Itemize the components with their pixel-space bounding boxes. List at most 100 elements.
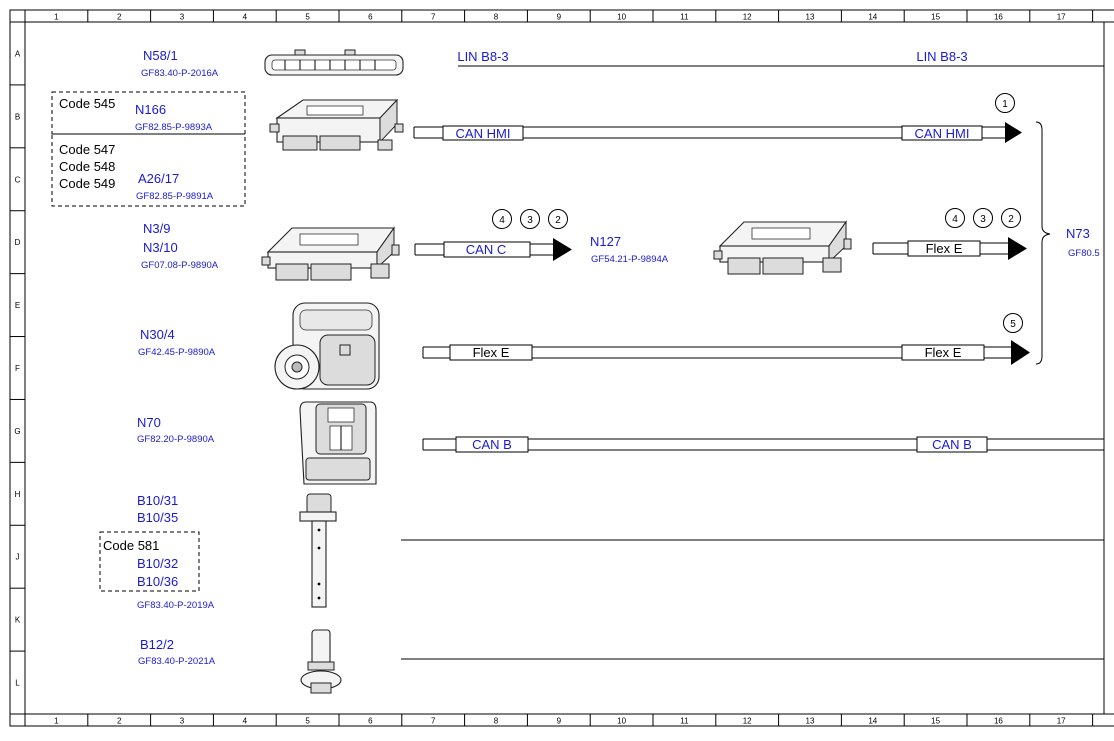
b10-32-name: B10/32: [137, 556, 178, 571]
b12-2-name: B12/2: [140, 637, 174, 652]
column-number: 6: [368, 13, 373, 22]
b10-sensor-icon: [299, 493, 337, 608]
row-letter: E: [15, 301, 20, 310]
column-number: 7: [431, 717, 436, 726]
n3-9-name: N3/9: [143, 221, 170, 236]
n73-name: N73: [1066, 226, 1090, 241]
marker-d-right-2-circle: [973, 208, 993, 228]
n127-ref: GF54.21-P-9894A: [591, 254, 669, 265]
n73-ref: GF80.5: [1068, 248, 1100, 259]
column-number: 9: [557, 13, 562, 22]
row-letter: G: [14, 427, 20, 436]
column-number: 3: [180, 13, 185, 22]
code-581-dashed-box: [99, 531, 200, 592]
n58-1-name: N58/1: [143, 48, 178, 63]
can-c-bus: [414, 238, 572, 261]
n70-name: N70: [137, 415, 161, 430]
b10-ref: GF83.40-P-2019A: [137, 600, 215, 611]
row-letter: H: [15, 490, 21, 499]
b12-2-ref: GF83.40-P-2021A: [138, 656, 216, 667]
flex-e-bus-d: [872, 237, 1027, 260]
row-letter: K: [15, 616, 21, 625]
flex-e-label-f-left: Flex E: [473, 345, 510, 360]
flex-e-bus-f: [422, 340, 1030, 365]
can-hmi-bus: [413, 122, 1022, 143]
b10-36-name: B10/36: [137, 574, 178, 589]
n3-10-ref: GF07.08-P-9890A: [141, 260, 219, 271]
column-number: 16: [994, 717, 1003, 726]
column-number: 14: [868, 13, 877, 22]
row-letter: B: [15, 112, 20, 121]
b10-35-name: B10/35: [137, 510, 178, 525]
can-b-label-left: CAN B: [472, 437, 512, 452]
column-number: 5: [305, 717, 310, 726]
column-number: 15: [931, 717, 940, 726]
column-number: 15: [931, 13, 940, 22]
lin-bus-label-right: LIN B8-3: [916, 49, 967, 64]
n30-4-name: N30/4: [140, 327, 175, 342]
b10-31-name: B10/31: [137, 493, 178, 508]
sheet-border: [9, 9, 1114, 727]
marker-d-right-2-label: 3: [980, 214, 986, 225]
can-b-label-right: CAN B: [932, 437, 972, 452]
row-letter: L: [15, 679, 20, 688]
a26-17-ref: GF82.85-P-9891A: [136, 191, 214, 202]
column-number: 9: [557, 717, 562, 726]
n70-overhead-panel-icon: [299, 401, 377, 485]
column-number: 12: [743, 717, 752, 726]
b12-2-pressure-sensor-icon: [300, 629, 342, 694]
flex-e-label-d: Flex E: [926, 241, 963, 256]
n127-control-unit-icon: [713, 220, 852, 275]
code-545-dashed-box: [51, 91, 246, 135]
column-number: 13: [806, 13, 815, 22]
column-number: 6: [368, 717, 373, 726]
marker-d-left-1-label: 4: [499, 215, 505, 226]
lin-bus-label-left: LIN B8-3: [457, 49, 508, 64]
column-number: 13: [806, 717, 815, 726]
column-number: 2: [117, 717, 122, 726]
code-547-label: Code 547: [59, 142, 115, 157]
code-548-label: Code 548: [59, 159, 115, 174]
column-number: 11: [680, 13, 689, 22]
can-c-label: CAN C: [466, 242, 506, 257]
column-number: 8: [494, 13, 499, 22]
marker-d-right-1-label: 4: [952, 214, 958, 225]
n3-10-name: N3/10: [143, 240, 178, 255]
n166-name: N166: [135, 102, 166, 117]
column-number: 2: [117, 13, 122, 22]
n30-4-ref: GF42.45-P-9890A: [138, 347, 216, 358]
code-545-label: Code 545: [59, 96, 115, 111]
n58-1-device-icon: [264, 49, 404, 76]
marker-d-right-3-label: 2: [1008, 214, 1014, 225]
can-b-bus: [422, 436, 1104, 453]
code-581-label: Code 581: [103, 538, 159, 553]
n127-name: N127: [590, 234, 621, 249]
n58-1-ref: GF83.40-P-2016A: [141, 68, 219, 79]
column-number: 12: [743, 13, 752, 22]
row-letter: A: [15, 49, 21, 58]
column-number: 1: [54, 717, 59, 726]
column-number: 8: [494, 717, 499, 726]
marker-d-right-1-circle: [945, 208, 965, 228]
row-letter: J: [16, 553, 20, 562]
can-hmi-label-left: CAN HMI: [456, 126, 511, 141]
code-549-label: Code 549: [59, 176, 115, 191]
marker-d-left-2-circle: [520, 209, 540, 229]
can-hmi-label-right: CAN HMI: [915, 126, 970, 141]
marker-5-circle: [1003, 313, 1023, 333]
column-number: 3: [180, 717, 185, 726]
flex-e-label-f-right: Flex E: [925, 345, 962, 360]
row-letter: F: [15, 364, 20, 373]
column-number: 4: [243, 13, 248, 22]
column-number: 7: [431, 13, 436, 22]
column-number: 11: [680, 717, 689, 726]
row-letter: D: [15, 238, 21, 247]
column-number: 17: [1057, 717, 1066, 726]
a26-17-name: A26/17: [138, 171, 179, 186]
column-number: 17: [1057, 13, 1066, 22]
column-number: 16: [994, 13, 1003, 22]
